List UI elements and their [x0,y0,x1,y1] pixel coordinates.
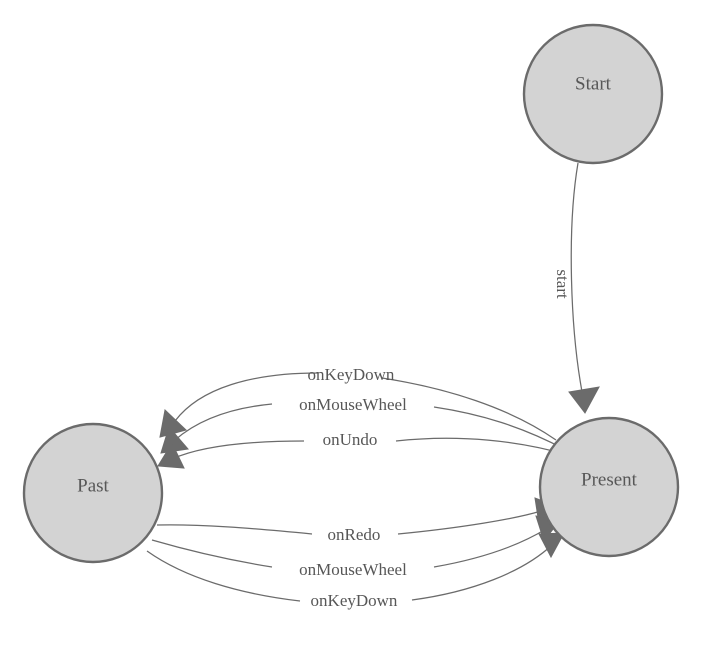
edge-label-start: start [553,269,572,299]
arrowhead-start-to-present [568,386,600,414]
edge-start-to-present[interactable] [568,162,600,414]
edge-label-past-to-present-onredo-text: onRedo [328,525,381,544]
node-present-circle [538,416,680,558]
edge-line-past-to-present-onkeydown [146,550,301,602]
node-past-circle [22,422,164,564]
edge-label-start-text: start [553,269,572,299]
node-start-label: Start [575,73,612,94]
edge-label-present-to-past-onundo: onUndo [323,430,378,449]
arrowhead-present-to-past-onundo [157,441,185,469]
edge-line-present-to-past-onmousewheel-b [174,403,273,441]
edge-present-to-past-onmousewheel[interactable] [160,403,567,454]
edge-line-present-to-past-onmousewheel [433,406,567,451]
edge-label-past-to-present-onmousewheel: onMouseWheel [299,560,407,579]
node-past[interactable]: Past [22,422,164,564]
edge-label-present-to-past-onundo-text: onUndo [323,430,378,449]
edge-label-past-to-present-onkeydown: onKeyDown [311,591,398,610]
node-start-circle [522,23,664,165]
edge-line-past-to-present-onkeydown-b [411,544,553,601]
edge-label-past-to-present-onmousewheel-text: onMouseWheel [299,560,407,579]
edge-line-present-to-past-onundo-b [171,440,305,460]
edge-label-present-to-past-onkeydown-text: onKeyDown [308,365,395,384]
edge-line-start-to-present [570,162,584,398]
edge-line-past-to-present-onmousewheel-b [433,528,547,568]
edge-line-past-to-present-onmousewheel [151,539,273,568]
edge-line-present-to-past-onkeydown-b [174,372,319,422]
arrowhead-past-to-present-onkeydown [538,532,565,559]
edge-line-past-to-present-onredo [156,524,313,535]
edge-label-present-to-past-onmousewheel-text: onMouseWheel [299,395,407,414]
edge-label-present-to-past-onkeydown: onKeyDown [308,365,395,384]
node-present-label: Present [581,469,638,490]
edge-label-past-to-present-onredo: onRedo [328,525,381,544]
node-past-label: Past [77,475,109,496]
edge-label-past-to-present-onkeydown-text: onKeyDown [311,591,398,610]
edge-label-present-to-past-onmousewheel: onMouseWheel [299,395,407,414]
node-start[interactable]: Start [522,23,664,165]
edge-past-to-present-onkeydown[interactable] [146,532,565,602]
edge-line-present-to-past-onundo [395,437,569,456]
node-present[interactable]: Present [538,416,680,558]
edge-line-present-to-past-onkeydown [381,377,557,441]
edge-line-past-to-present-onredo-b [397,510,542,535]
